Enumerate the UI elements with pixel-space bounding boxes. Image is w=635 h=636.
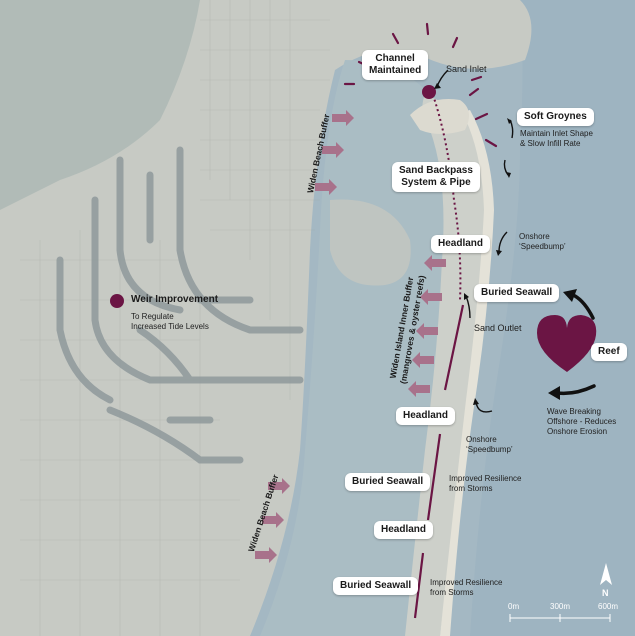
label-to-regulate: To Regulate Increased Tide Levels [131,312,209,331]
scale-tick-2: 600m [598,602,619,611]
label-onshore-1: Onshore ‘Speedbump’ [519,232,566,251]
scale-bar [509,614,611,622]
weir-marker [110,294,124,308]
label-wave-breaking: Wave Breaking Offshore - Reduces Onshore… [547,407,617,436]
label-sand-backpass: Sand Backpass System & Pipe [392,162,480,192]
scale-tick-0: 0m [508,602,520,611]
estuary-water [0,0,200,210]
label-sand-inlet: Sand Inlet [446,64,487,74]
island-beach [440,110,494,636]
mainland [0,0,532,636]
seawall-line-2 [426,433,442,521]
sand-inlet-marker [422,85,436,99]
wave-arrow-heads [548,289,577,400]
label-weir-improvement: Weir Improvement [131,294,219,305]
north-arrow-icon [600,563,612,585]
reef-shape [537,315,597,372]
label-headland-1: Headland [431,235,491,253]
seawall-line-1 [443,304,465,391]
label-improved-resilience-2: Improved Resilience from Storms [430,578,503,597]
label-soft-groynes: Soft Groynes [517,108,594,126]
label-channel-maintained: Channel Maintained [362,50,429,80]
north-label: N [602,588,609,598]
sand-inlet-spit [410,99,469,134]
label-maintain-inlet: Maintain Inlet Shape & Slow Infill Rate [520,129,593,148]
label-onshore-2: Onshore ‘Speedbump’ [466,435,513,454]
label-sand-outlet: Sand Outlet [474,323,522,333]
urban-texture [20,0,330,636]
canals [56,146,304,464]
label-headland-3: Headland [374,521,434,539]
label-buried-seawall-3: Buried Seawall [333,577,419,595]
river-channel [260,60,462,636]
label-headland-2: Headland [396,407,456,425]
bribie-island [405,95,491,636]
arrow-heads [434,83,512,405]
seawall-line-3 [413,552,425,619]
buffer-arrows [255,110,446,563]
label-buried-seawall-2: Buried Seawall [345,473,431,491]
wave-arrows [555,294,596,396]
sand-flats [330,199,411,286]
label-buried-seawall-1: Buried Seawall [474,284,560,302]
label-reef: Reef [591,343,627,361]
label-improved-resilience-1: Improved Resilience from Storms [449,474,522,493]
scale-tick-1: 300m [550,602,571,611]
